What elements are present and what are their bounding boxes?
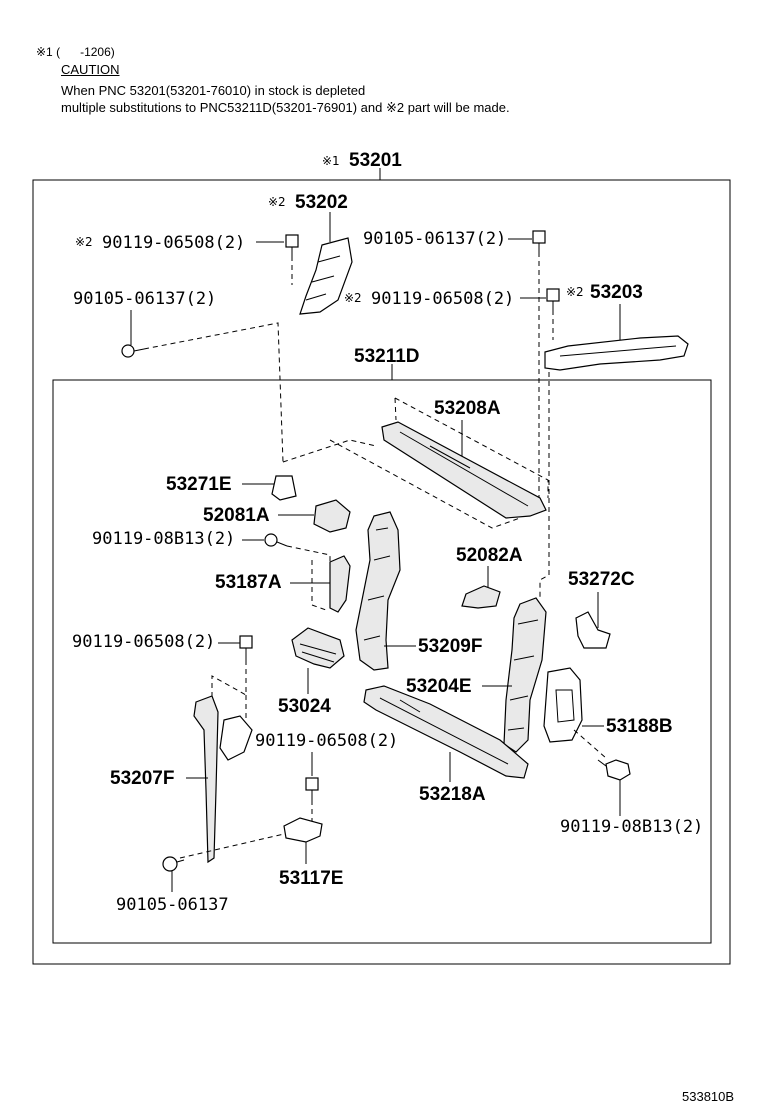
- diagram-id: 533810B: [682, 1089, 734, 1104]
- dash-53188B: [573, 729, 607, 759]
- bolt-b5-shank: [276, 541, 288, 547]
- callout-53209F: 53209F: [418, 636, 482, 657]
- mark-53202: ※2: [268, 195, 286, 209]
- brace-53024: [291, 627, 345, 669]
- seal-53187A: [329, 555, 351, 613]
- lower-support-53218A-detail: [379, 697, 509, 765]
- bolt-b8-shank: [597, 759, 607, 767]
- callout-53271E: 53271E: [166, 474, 232, 495]
- bolt-b9-shank: [176, 859, 185, 863]
- caution-line-1: When PNC 53201(53201-76010) in stock is …: [61, 83, 366, 98]
- dash-53208A-bottom: [282, 439, 521, 529]
- upper-support-detail: [399, 431, 529, 507]
- note-1-mark: ※1: [36, 45, 53, 59]
- side-support-53204E-detail: [507, 619, 539, 731]
- bolt-b7: [305, 777, 319, 791]
- bracket-53203-detail: [559, 345, 677, 357]
- callout-b5: 90119-08B13(2): [92, 529, 235, 549]
- rod-53207F-head: [219, 715, 253, 761]
- bolt-b2: [532, 230, 546, 244]
- bracket-53202-detail: [305, 255, 341, 301]
- inner-assembly-frame: [52, 379, 712, 944]
- callout-b1: 90119-06508(2): [102, 233, 245, 253]
- bolt-b9: [162, 856, 178, 872]
- callout-53204E: 53204E: [406, 676, 472, 697]
- brace-53024-detail: [299, 643, 337, 663]
- bracket-53203: [544, 335, 689, 371]
- callout-52081A: 52081A: [203, 505, 270, 526]
- seal-53188B: [543, 667, 583, 743]
- lock-52082A: [461, 585, 501, 609]
- callout-b7: 90119-06508(2): [255, 731, 398, 751]
- callout-53201: 53201: [349, 150, 402, 171]
- note-1: ※1 ( -1206): [36, 44, 115, 60]
- bolt-b5: [264, 533, 278, 547]
- bolt-b8: [605, 759, 631, 781]
- side-support-53209F: [355, 511, 401, 671]
- outer-assembly-frame: [32, 179, 731, 965]
- mark-b1: ※2: [75, 235, 93, 249]
- callout-53203: 53203: [590, 282, 643, 303]
- note-1-range: ( -1206): [56, 45, 115, 59]
- callout-b3: 90105-06137(2): [73, 289, 216, 309]
- rod-53207F: [193, 695, 219, 864]
- callout-53188B: 53188B: [606, 716, 673, 737]
- caution-title: CAUTION: [61, 62, 120, 77]
- clip-53272C: [575, 611, 611, 649]
- side-support-53204E: [503, 597, 547, 753]
- dash-b5: [286, 545, 331, 611]
- callout-53024: 53024: [278, 696, 331, 717]
- callout-53202: 53202: [295, 192, 348, 213]
- bolt-b3: [121, 344, 135, 358]
- caution-line-2: multiple substitutions to PNC53211D(5320…: [61, 100, 510, 115]
- mark-b4: ※2: [344, 291, 362, 305]
- lock-52081A: [313, 499, 351, 533]
- callout-53211D: 53211D: [354, 346, 420, 367]
- dash-b4: [539, 310, 554, 598]
- dash-b6: [211, 660, 247, 720]
- upper-support-53208A: [381, 421, 547, 519]
- bolt-b1: [285, 234, 299, 248]
- bracket-53117E: [283, 817, 323, 843]
- clip-53271E: [271, 475, 297, 501]
- mark-53201: ※1: [322, 154, 340, 168]
- bolt-b6: [239, 635, 253, 649]
- callout-53208A: 53208A: [434, 398, 501, 419]
- bracket-53202: [299, 237, 353, 315]
- callout-b4: 90119-06508(2): [371, 289, 514, 309]
- callout-53272C: 53272C: [568, 569, 635, 590]
- callout-53187A: 53187A: [215, 572, 282, 593]
- callout-53117E: 53117E: [279, 868, 343, 889]
- bolt-b4: [546, 288, 560, 302]
- dash-b9: [179, 833, 285, 859]
- side-support-53209F-detail: [363, 527, 391, 641]
- callout-53218A: 53218A: [419, 784, 486, 805]
- callout-b9: 90105-06137: [116, 895, 229, 915]
- mark-53203: ※2: [566, 285, 584, 299]
- callout-b8: 90119-08B13(2): [560, 817, 703, 837]
- dash-b3: [143, 322, 284, 463]
- dash-53208A-top: [394, 397, 549, 498]
- callout-b6: 90119-06508(2): [72, 632, 215, 652]
- callout-53207F: 53207F: [110, 768, 174, 789]
- bolt-b3-shank: [133, 348, 145, 352]
- seal-53188B-window: [555, 689, 575, 723]
- callout-b2: 90105-06137(2): [363, 229, 506, 249]
- callout-52082A: 52082A: [456, 545, 523, 566]
